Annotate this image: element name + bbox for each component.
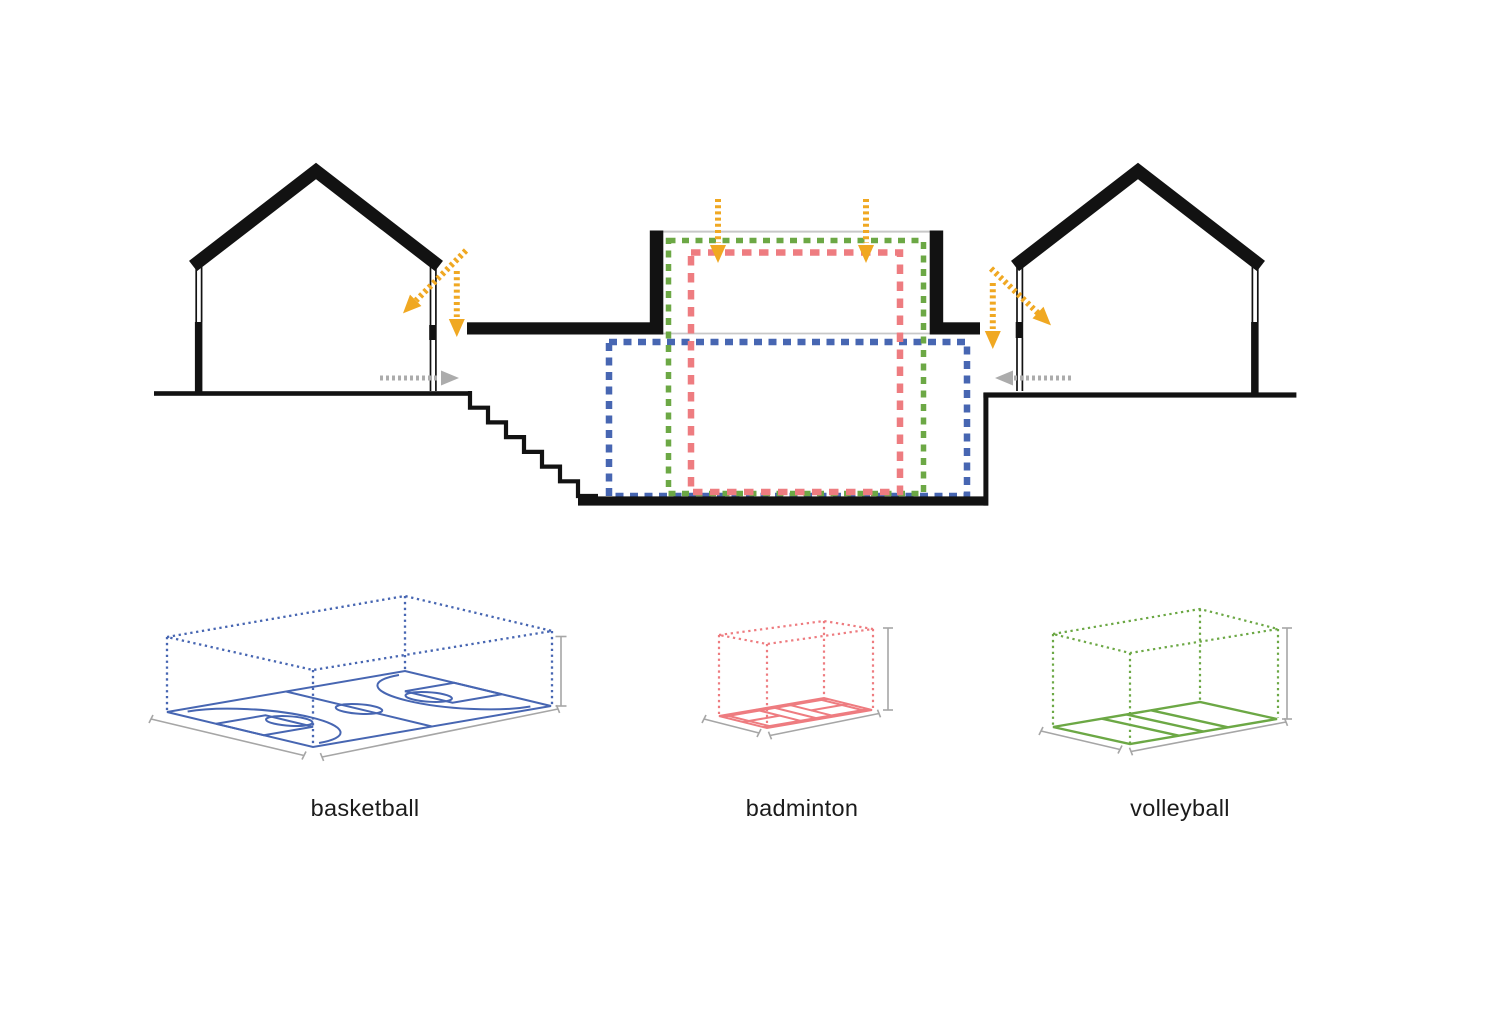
- badminton-court-floor: [719, 698, 872, 728]
- entry-arrow-icon: [995, 370, 1074, 386]
- basketball-box-top: [166, 594, 553, 672]
- basketball-court-floor: [167, 671, 551, 747]
- stairs: [467, 391, 598, 499]
- basketball-isometric: [148, 594, 567, 762]
- badminton-label: badminton: [745, 795, 859, 821]
- volleyball-isometric: [1038, 607, 1292, 756]
- basketball-dimension-lines: [148, 635, 567, 762]
- volleyball-label: volleyball: [1130, 795, 1230, 821]
- entry-arrow-icon: [380, 370, 459, 386]
- badminton-volume-outline: [687, 249, 904, 496]
- basketball-label: basketball: [310, 795, 420, 821]
- entry-arrows: [380, 370, 1074, 386]
- basketball-box-verticals: [165, 596, 554, 747]
- skylight-right-wall: [929, 230, 944, 335]
- sun-arrow-icon: [984, 283, 1001, 349]
- volleyball-volume-outline: [665, 237, 927, 497]
- central-skylight-box: [467, 230, 980, 335]
- sun-arrow-icon: [858, 199, 874, 263]
- left-flat-roof: [467, 322, 663, 335]
- right-house-right-wall: [1251, 265, 1259, 393]
- sunlight-arrows: [403, 199, 1051, 349]
- building-section: [154, 162, 1297, 506]
- basketball-volume-outline: [605, 338, 971, 500]
- sun-arrow-icon: [710, 199, 726, 263]
- volleyball-box-top: [1052, 607, 1279, 655]
- right-flat-roof: [943, 322, 980, 335]
- left-house-roof: [189, 162, 443, 272]
- skylight-left-wall: [649, 230, 664, 335]
- volleyball-box-verticals: [1051, 609, 1280, 744]
- volleyball-court-floor: [1053, 702, 1277, 744]
- badminton-box-top: [718, 619, 874, 646]
- ground-line-right: [983, 392, 1297, 398]
- pit-right-wall: [983, 393, 989, 506]
- volleyball-dimension-lines: [1038, 627, 1292, 756]
- right-house-roof: [1011, 162, 1265, 272]
- badminton-isometric: [701, 619, 893, 740]
- ground-and-pit: [154, 391, 1297, 506]
- badminton-dimension-lines: [701, 627, 893, 740]
- right-house-left-wall: [1015, 265, 1024, 391]
- pit-floor: [578, 496, 988, 506]
- left-house-left-wall: [194, 265, 203, 393]
- sun-arrow-icon: [403, 248, 469, 314]
- sun-arrow-icon: [988, 266, 1051, 326]
- left-house-right-wall: [429, 265, 437, 391]
- badminton-box-verticals: [717, 621, 875, 728]
- ground-line-left: [154, 391, 470, 396]
- right-house: [1011, 162, 1265, 393]
- sun-arrow-icon: [448, 271, 465, 337]
- left-house: [189, 162, 443, 393]
